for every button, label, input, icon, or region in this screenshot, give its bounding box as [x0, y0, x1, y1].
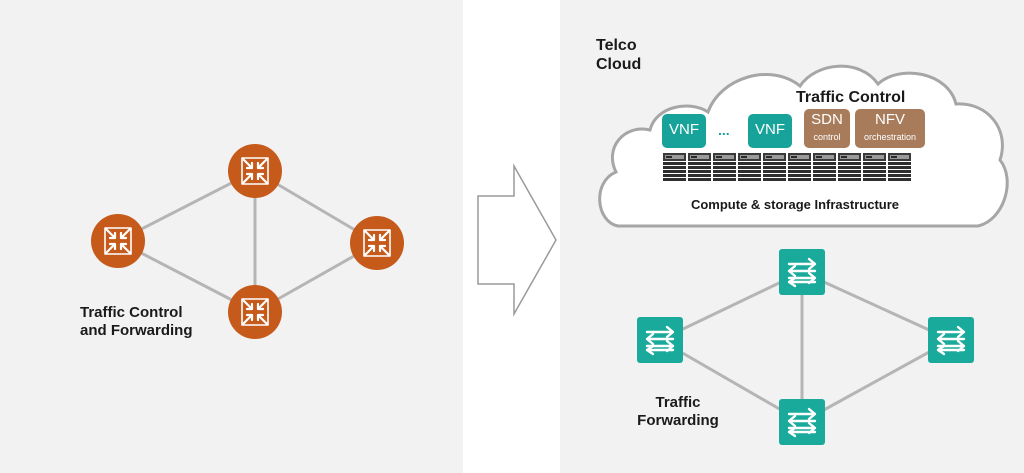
router-icon	[91, 214, 145, 268]
switch-icon	[779, 399, 825, 445]
link	[801, 270, 952, 342]
switch-icon	[928, 317, 974, 363]
cloud-title-line: Telco	[596, 37, 637, 54]
nfv-subtitle: orchestration	[863, 132, 917, 142]
nfv-title: NFV	[875, 111, 905, 128]
sdn-subtitle: control	[813, 132, 841, 142]
switch-icon	[637, 317, 683, 363]
label-line: Forwarding	[637, 412, 719, 429]
link	[659, 338, 803, 424]
transition-arrow	[477, 163, 557, 317]
router-icon	[228, 144, 282, 198]
right-switches	[637, 249, 974, 445]
router-icon	[228, 285, 282, 339]
nfv-box	[855, 109, 925, 148]
forwarding-label: Traffic Forwarding	[632, 394, 724, 430]
vnf-label: VNF	[669, 121, 699, 138]
label-line: and Forwarding	[80, 322, 193, 339]
label-line: Traffic	[655, 394, 701, 411]
cloud-title: Telco Cloud	[596, 36, 641, 74]
vnf-box	[662, 114, 706, 148]
router-icon	[350, 216, 404, 270]
right-panel	[560, 0, 1024, 473]
sdn-title: SDN	[811, 111, 843, 128]
traffic-control-label: Traffic Control	[796, 89, 906, 106]
vnf-box	[748, 114, 792, 148]
left-network-label: Traffic Control and Forwarding	[80, 304, 193, 340]
link	[801, 338, 952, 424]
switch-icon	[779, 249, 825, 295]
infrastructure-label: Compute & storage Infrastructure	[690, 197, 900, 212]
label-line: Traffic Control	[80, 304, 183, 321]
telco-cloud	[598, 64, 1009, 228]
sdn-box	[804, 109, 850, 148]
link	[659, 270, 803, 342]
vnf-ellipsis: ...	[718, 122, 730, 138]
cloud-title-line: Cloud	[596, 56, 642, 73]
right-links	[659, 270, 952, 424]
vnf-label: VNF	[755, 121, 785, 138]
left-routers	[91, 144, 404, 339]
